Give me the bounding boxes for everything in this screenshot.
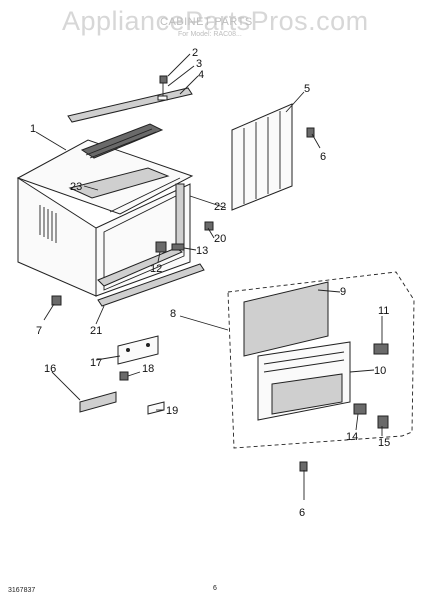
watermark: AppliancePartsPros.com (62, 6, 369, 36)
callout-15: 15 (378, 437, 390, 449)
callout-12: 12 (150, 263, 162, 275)
callout-11: 11 (378, 305, 389, 317)
diagram-title: CABINET PARTS (160, 16, 253, 28)
page-number: 6 (213, 585, 217, 592)
callout-5: 5 (304, 83, 310, 95)
part-screw-2-3 (157, 75, 168, 101)
part-screw-18 (119, 371, 129, 381)
side-louvers (39, 205, 57, 243)
part-clip-19 (147, 401, 165, 415)
part-clip-12 (155, 241, 167, 253)
callout-16: 16 (44, 363, 56, 375)
part-top-brace (68, 167, 170, 199)
part-screw-13 (171, 243, 185, 251)
part-knob-14 (353, 403, 367, 415)
callout-2: 2 (192, 47, 198, 59)
part-screw-6-top (306, 127, 315, 138)
callout-6: 6 (320, 151, 326, 163)
part-bottom-rail (97, 263, 205, 307)
callout-20: 20 (214, 233, 226, 245)
part-screw-7 (51, 295, 62, 306)
part-filter (243, 281, 329, 357)
callout-1: 1 (30, 123, 36, 135)
part-cabinet-wrapper (16, 123, 194, 297)
callout-7: 7 (36, 325, 42, 337)
callout-23: 23 (70, 181, 82, 193)
part-front-panel (257, 341, 351, 421)
callout-9: 9 (340, 286, 346, 298)
callout-3: 3 (196, 58, 202, 70)
callout-10: 10 (374, 365, 386, 377)
callout-22: 22 (214, 201, 226, 213)
callout-21: 21 (90, 325, 102, 337)
part-bracket-17 (117, 335, 159, 365)
part-top-rail (67, 87, 193, 123)
diagram-subtitle: For Model: RAC08... (178, 31, 242, 38)
part-strip-16 (79, 391, 117, 413)
callout-17: 17 (90, 357, 102, 369)
part-knob-15 (377, 415, 389, 429)
callout-4: 4 (198, 69, 204, 81)
front-assembly-boundary (227, 271, 415, 449)
callout-19: 19 (166, 405, 178, 417)
callout-18: 18 (142, 363, 154, 375)
callout-6-bottom: 6 (299, 507, 305, 519)
doc-number: 3167837 (8, 587, 35, 594)
part-knob-11 (373, 343, 389, 355)
callout-13: 13 (196, 245, 208, 257)
leader-lines (35, 53, 383, 500)
part-side-curtain (231, 103, 293, 211)
callout-14: 14 (346, 431, 358, 443)
part-screw-6-bottom (299, 461, 308, 472)
callout-8: 8 (170, 308, 176, 320)
